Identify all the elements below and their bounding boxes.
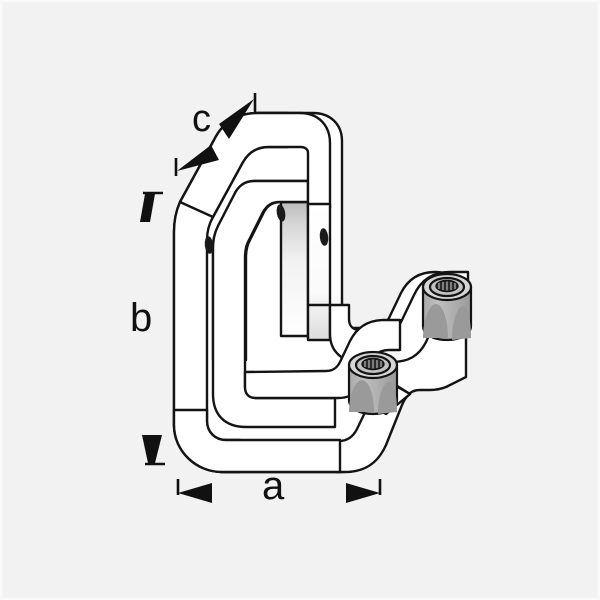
cap-lower-scallop-left [349, 380, 374, 412]
dimension-a [176, 479, 382, 503]
end-cap-lower [347, 350, 399, 416]
dim-a-arrow-right [346, 483, 380, 503]
cap-top-scallop-right [452, 306, 471, 340]
cap-top-scallop-left [423, 304, 448, 338]
cap-lower-knurl-hatch [364, 359, 382, 369]
dimension-label-b: b [130, 296, 153, 340]
mounting-hole-2 [319, 228, 329, 246]
mounting-holes [204, 204, 329, 254]
mounting-hole-1 [276, 204, 286, 222]
head-right-wall [306, 202, 332, 342]
dim-c-arrow-upper [219, 99, 254, 139]
dimension-b [140, 191, 165, 466]
dimension-c [174, 93, 257, 176]
dimension-label-a: a [262, 464, 285, 508]
dim-b-arrow-up [140, 194, 155, 222]
end-cap-top [421, 272, 473, 342]
bottom-rear-curve [172, 408, 342, 474]
cap-lower-scallop-right [378, 382, 397, 414]
dim-c-arrow-lower [177, 145, 219, 171]
dimension-label-c: c [192, 98, 211, 140]
dim-a-arrow-left [178, 483, 212, 503]
mounting-hole-3 [204, 236, 214, 254]
dim-b-arrow-down [142, 435, 162, 463]
cap-top-knurl-hatch [438, 281, 456, 291]
loop-eye-wall [279, 200, 310, 338]
loop-head [178, 111, 332, 219]
